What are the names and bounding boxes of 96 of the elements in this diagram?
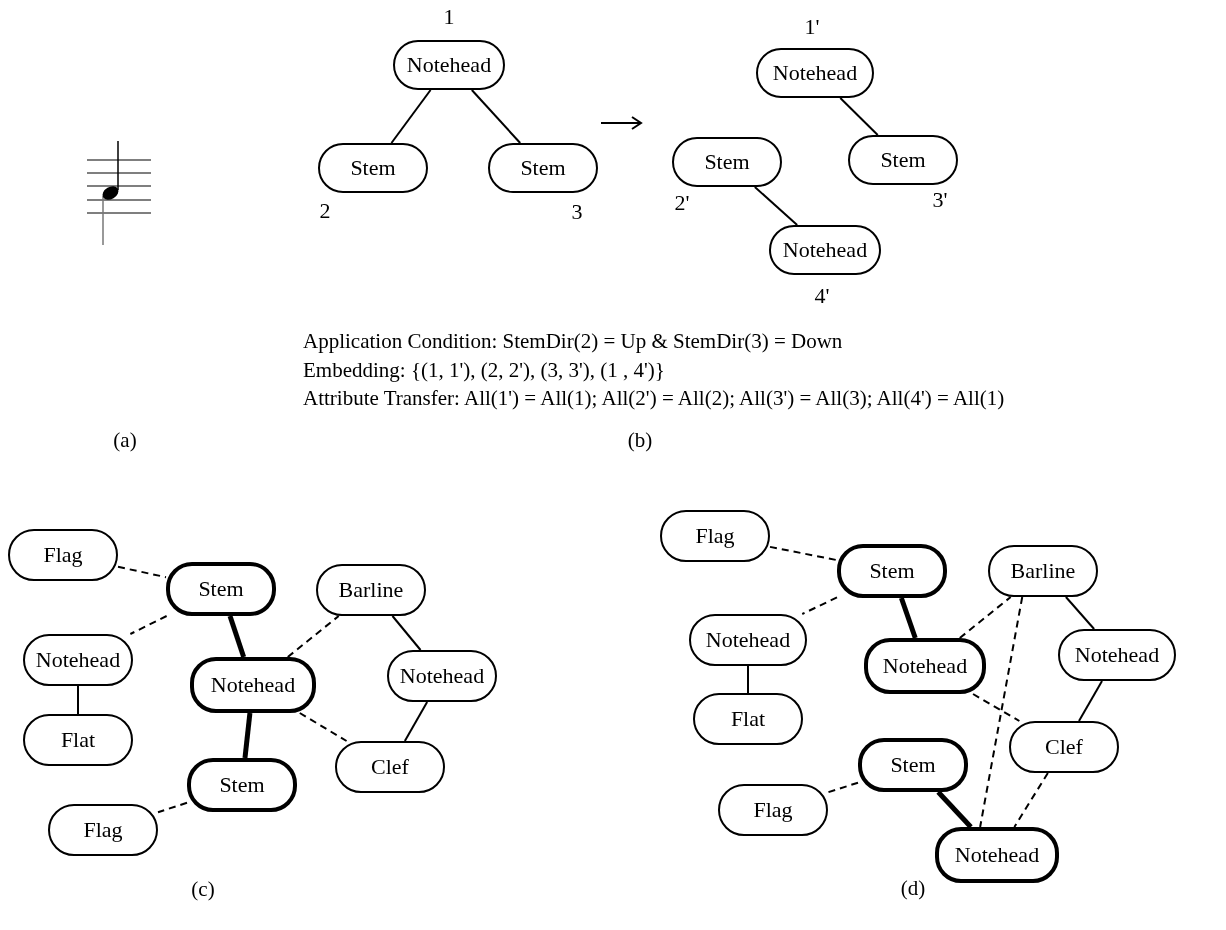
connector-line bbox=[1078, 680, 1103, 722]
node-label: Notehead bbox=[35, 647, 121, 673]
node-label: Barline bbox=[1010, 558, 1076, 584]
node-label: Notehead bbox=[406, 52, 492, 78]
connector-line bbox=[972, 693, 1021, 722]
node-label: Flat bbox=[60, 727, 96, 753]
connector-line bbox=[403, 701, 429, 742]
connector-line bbox=[747, 665, 749, 694]
node-number: 3 bbox=[571, 199, 583, 225]
rounded-node-box bbox=[316, 564, 426, 616]
rounded-node-box bbox=[166, 562, 276, 616]
connector-line bbox=[936, 790, 973, 829]
node-label: Stem bbox=[869, 558, 915, 584]
connector-line bbox=[979, 596, 1024, 828]
rounded-node-box bbox=[318, 143, 428, 193]
node-number: 1 bbox=[443, 4, 455, 30]
rounded-node-box bbox=[1009, 721, 1119, 773]
rounded-node-box bbox=[864, 638, 986, 694]
panel-label: (d) bbox=[900, 875, 926, 901]
rounded-node-box bbox=[848, 135, 958, 185]
connector-line bbox=[1064, 596, 1096, 630]
node-label: Stem bbox=[219, 772, 265, 798]
rounded-node-box bbox=[693, 693, 803, 745]
node-label: Stem bbox=[350, 155, 396, 181]
connector-line bbox=[227, 615, 247, 658]
node-number: 1' bbox=[804, 14, 820, 40]
panel-label: (c) bbox=[191, 876, 215, 902]
connector-line bbox=[1013, 772, 1049, 828]
connector-line bbox=[242, 712, 253, 759]
rounded-node-box bbox=[23, 634, 133, 686]
node-label: Notehead bbox=[1074, 642, 1160, 668]
connector-line bbox=[753, 186, 799, 226]
node-label: Flat bbox=[730, 706, 766, 732]
node-number: 2' bbox=[674, 190, 690, 216]
node-label: Flag bbox=[83, 817, 123, 843]
connector-line bbox=[470, 89, 522, 144]
rounded-node-box bbox=[488, 143, 598, 193]
node-label: Clef bbox=[371, 754, 409, 780]
node-label: Notehead bbox=[782, 237, 868, 263]
rounded-node-box bbox=[1058, 629, 1176, 681]
node-label: Flag bbox=[753, 797, 793, 823]
connector-line bbox=[827, 781, 859, 794]
rounded-node-box bbox=[48, 804, 158, 856]
rounded-node-box bbox=[935, 827, 1059, 883]
rounded-node-box bbox=[837, 544, 947, 598]
connector-line bbox=[129, 615, 168, 635]
rounded-node-box bbox=[8, 529, 118, 581]
node-label: Notehead bbox=[954, 842, 1040, 868]
node-number: 2 bbox=[319, 198, 331, 224]
rounded-node-box bbox=[858, 738, 968, 792]
node-label: Flag bbox=[695, 523, 735, 549]
node-label: Stem bbox=[198, 576, 244, 602]
connector-line bbox=[899, 597, 918, 639]
connector-line bbox=[391, 615, 422, 651]
panel-label: (b) bbox=[627, 427, 653, 453]
rounded-node-box bbox=[387, 650, 497, 702]
node-label: Stem bbox=[880, 147, 926, 173]
node-label: Notehead bbox=[772, 60, 858, 86]
connector-line bbox=[117, 565, 167, 579]
node-label: Clef bbox=[1045, 734, 1083, 760]
rounded-node-box bbox=[672, 137, 782, 187]
connector-line bbox=[77, 685, 79, 715]
rounded-node-box bbox=[769, 225, 881, 275]
node-label: Barline bbox=[338, 577, 404, 603]
rounded-node-box bbox=[689, 614, 807, 666]
node-label: Stem bbox=[520, 155, 566, 181]
node-label: Stem bbox=[890, 752, 936, 778]
rule-text: Attribute Transfer: All(1') = All(1); All(2') = All(2); All(3') = All(3); All(4') = All(1) bbox=[303, 385, 1005, 411]
rounded-node-box bbox=[718, 784, 828, 836]
node-label: Stem bbox=[704, 149, 750, 175]
node-label: Flag bbox=[43, 542, 83, 568]
rule-text: Application Condition: StemDir(2) = Up & StemDir(3) = Down bbox=[303, 328, 843, 354]
rounded-node-box bbox=[660, 510, 770, 562]
rounded-node-box bbox=[393, 40, 505, 90]
node-label: Notehead bbox=[210, 672, 296, 698]
rounded-node-box bbox=[23, 714, 133, 766]
rule-text: Embedding: {(1, 1'), (2, 2'), (3, 3'), (1 , 4')} bbox=[303, 357, 665, 383]
connector-line bbox=[298, 712, 348, 742]
connector-line bbox=[157, 801, 188, 814]
connector-line bbox=[769, 545, 838, 562]
connector-line bbox=[286, 615, 340, 658]
connector-line bbox=[390, 89, 432, 144]
rounded-node-box bbox=[756, 48, 874, 98]
node-number: 3' bbox=[932, 187, 948, 213]
rounded-node-box bbox=[988, 545, 1098, 597]
connector-line bbox=[839, 97, 879, 136]
rounded-node-box bbox=[335, 741, 445, 793]
node-label: Notehead bbox=[882, 653, 968, 679]
panel-label: (a) bbox=[113, 427, 137, 453]
node-label: Notehead bbox=[705, 627, 791, 653]
connector-line bbox=[801, 596, 838, 615]
rounded-node-box bbox=[190, 657, 316, 713]
node-number: 4' bbox=[814, 283, 830, 309]
node-label: Notehead bbox=[399, 663, 485, 689]
connector-line bbox=[958, 596, 1012, 639]
rounded-node-box bbox=[187, 758, 297, 812]
